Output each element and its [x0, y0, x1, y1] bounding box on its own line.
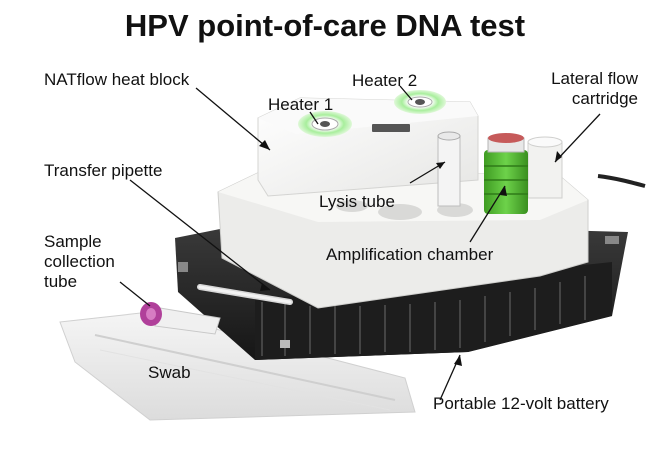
- amplification-chamber: [484, 133, 528, 214]
- lateral-flow-cartridge: [527, 136, 563, 199]
- label-lateral-flow: Lateral flow cartridge: [551, 69, 638, 108]
- label-sample-tube: Sample collection tube: [44, 232, 115, 291]
- label-heater-2: Heater 2: [352, 71, 418, 90]
- heater-2: [394, 90, 446, 114]
- arrow-heads: [259, 140, 562, 366]
- transfer-pipette: [197, 284, 293, 305]
- leader-lines: [119, 85, 601, 401]
- label-battery: Portable 12-volt battery: [433, 394, 609, 413]
- label-heat-block: NATflow heat block: [44, 70, 190, 89]
- sample-collection-tube: [140, 302, 221, 335]
- label-heater-1: Heater 1: [268, 95, 334, 114]
- page-title: HPV point-of-care DNA test: [124, 8, 526, 43]
- label-swab: Swab: [148, 363, 191, 382]
- label-transfer-pipette: Transfer pipette: [44, 161, 163, 180]
- lysis-tube: [437, 131, 461, 207]
- label-lysis-tube: Lysis tube: [319, 192, 395, 211]
- heater-1: [298, 111, 352, 137]
- label-amplification: Amplification chamber: [326, 245, 494, 264]
